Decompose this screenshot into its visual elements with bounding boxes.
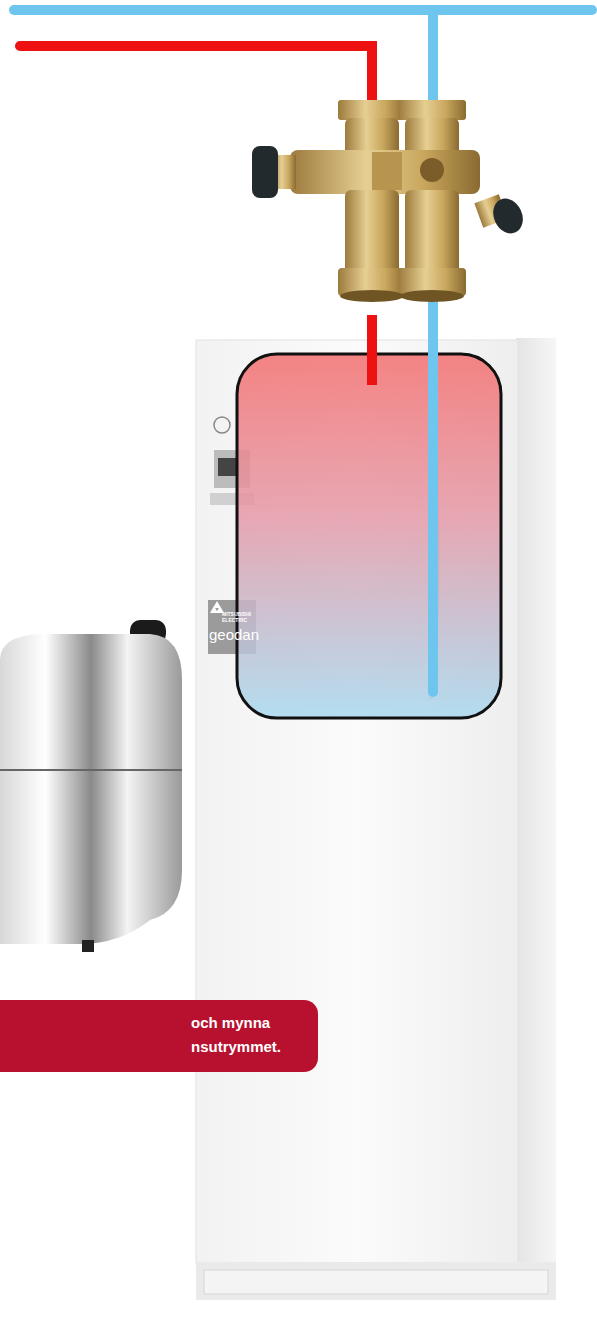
callout-text: och mynna nsutrymmet. bbox=[191, 1011, 301, 1059]
product-name: geodan bbox=[209, 626, 259, 644]
brand-logo-text: MITSUBISHI ELECTRIC bbox=[222, 611, 256, 623]
callout-box: och mynna nsutrymmet. bbox=[0, 1000, 318, 1072]
